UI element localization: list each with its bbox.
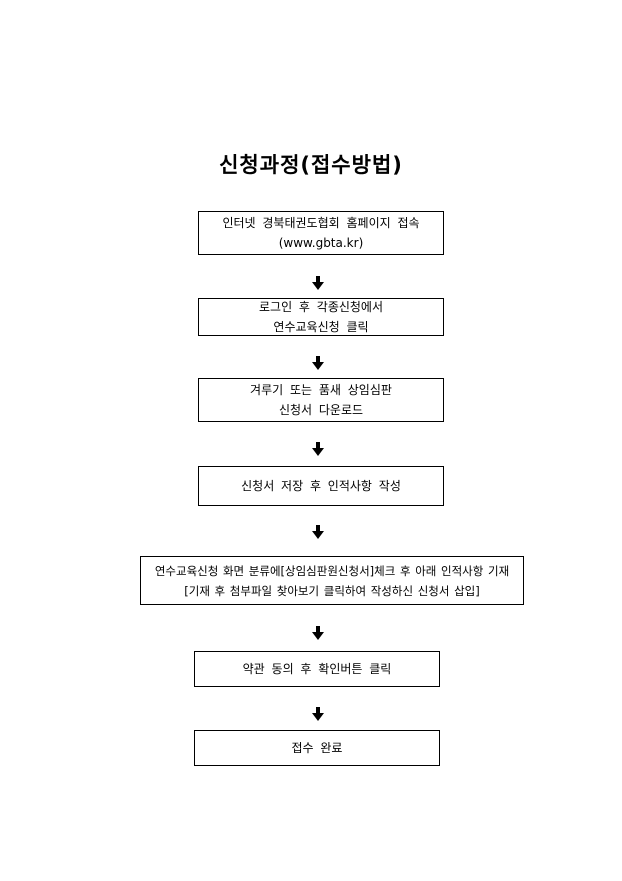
page-title: 신청과정(접수방법): [219, 153, 403, 177]
step-box-6: 약관 동의 후 확인버튼 클릭: [194, 651, 440, 687]
step-3-line-2: 신청서 다운로드: [278, 403, 364, 417]
down-arrow-icon: [312, 356, 324, 370]
down-arrow-icon: [312, 707, 324, 721]
step-1-line-1: 인터넷 경북태권도협회 홈페이지 접속: [222, 216, 420, 230]
down-arrow-icon: [312, 442, 324, 456]
step-5-line-2: [기재 후 첨부파일 찾아보기 클릭하여 작성하신 신청서 삽입]: [184, 583, 480, 598]
step-1-line-2: (www.gbta.kr): [278, 236, 364, 250]
down-arrow-icon: [312, 626, 324, 640]
step-4-line-1: 신청서 저장 후 인적사항 작성: [241, 479, 401, 493]
step-2-line-2: 연수교육신청 클릭: [273, 320, 369, 334]
step-box-3: 겨루기 또는 품새 상임심판 신청서 다운로드: [198, 378, 444, 422]
down-arrow-icon: [312, 276, 324, 290]
step-3-line-1: 겨루기 또는 품새 상임심판: [250, 383, 392, 397]
step-box-5: 연수교육신청 화면 분류에[상임심판원신청서]체크 후 아래 인적사항 기재 […: [140, 556, 524, 605]
step-2-line-1: 로그인 후 각종신청에서: [258, 300, 384, 314]
step-box-2: 로그인 후 각종신청에서 연수교육신청 클릭: [198, 298, 444, 336]
down-arrow-icon: [312, 525, 324, 539]
step-6-line-1: 약관 동의 후 확인버튼 클릭: [242, 662, 392, 676]
step-5-line-1: 연수교육신청 화면 분류에[상임심판원신청서]체크 후 아래 인적사항 기재: [154, 563, 510, 578]
step-box-1: 인터넷 경북태권도협회 홈페이지 접속 (www.gbta.kr): [198, 211, 444, 255]
step-box-4: 신청서 저장 후 인적사항 작성: [198, 466, 444, 506]
step-box-7: 접수 완료: [194, 730, 440, 766]
step-7-line-1: 접수 완료: [291, 741, 343, 755]
